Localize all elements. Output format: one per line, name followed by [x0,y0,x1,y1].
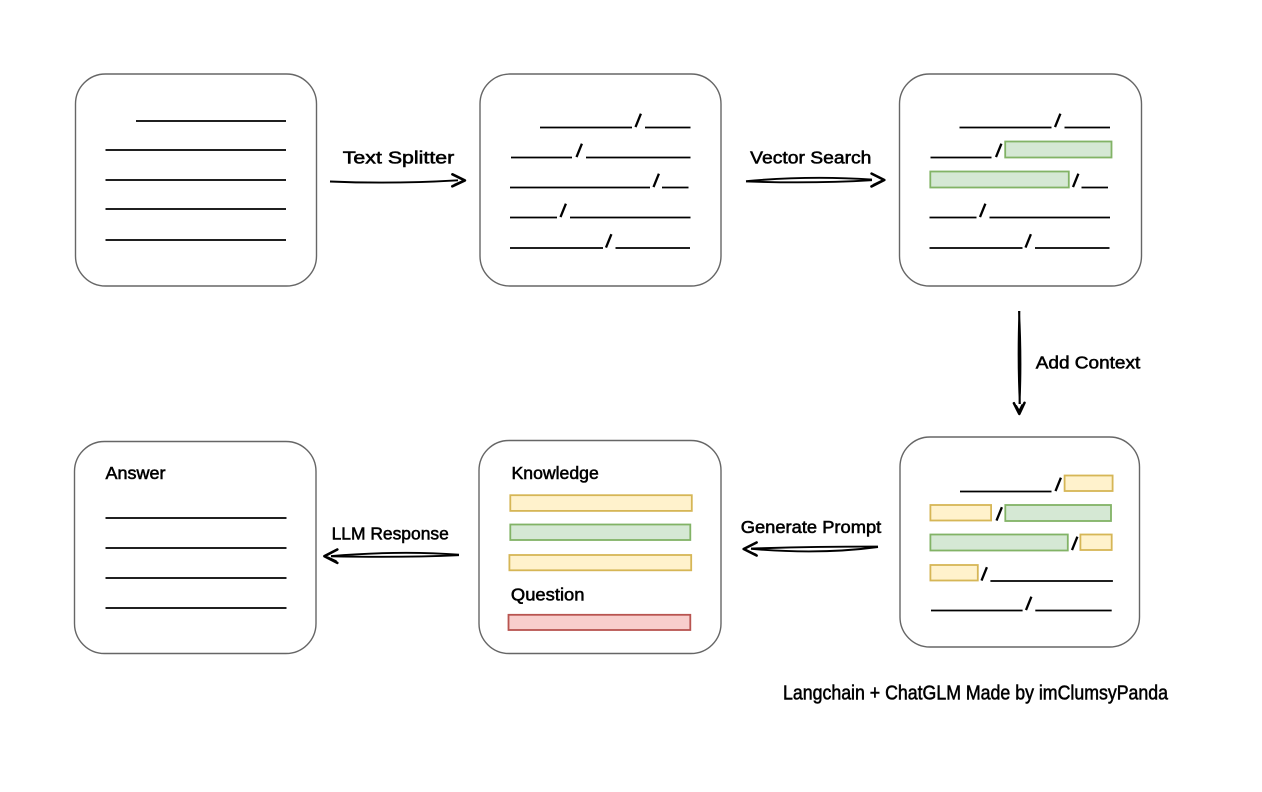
svg-text:Vector Search: Vector Search [750,148,871,168]
svg-text:Text Splitter: Text Splitter [343,147,455,167]
svg-text:Answer: Answer [106,463,166,483]
svg-text:Knowledge: Knowledge [512,463,599,483]
svg-text:Question: Question [511,584,585,604]
svg-text:Add Context: Add Context [1036,353,1141,373]
svg-text:LLM Response: LLM Response [332,524,449,544]
svg-text:Generate Prompt: Generate Prompt [741,517,882,537]
svg-text:Langchain + ChatGLM Made by im: Langchain + ChatGLM Made by imClumsyPand… [783,682,1169,705]
